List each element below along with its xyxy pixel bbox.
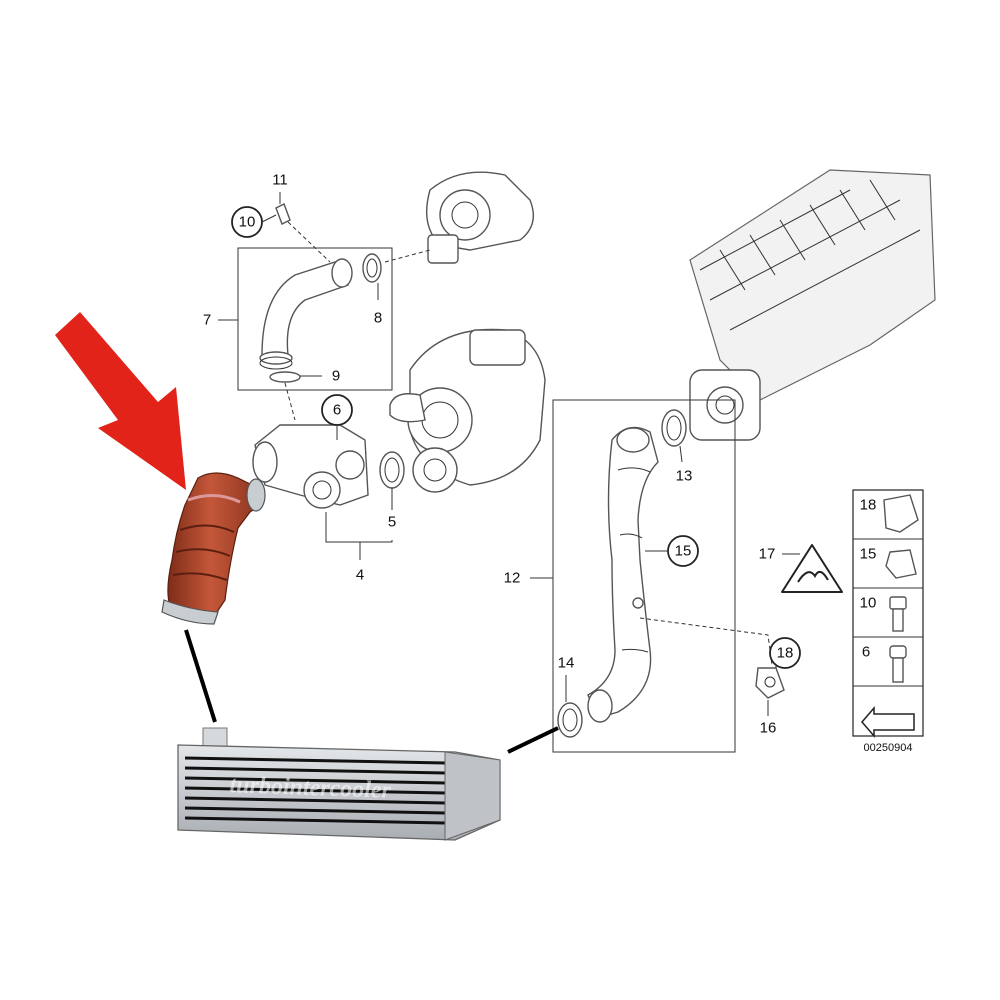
callout-label-11: 11 (272, 172, 288, 189)
callout-label-18: 18 (777, 645, 794, 662)
turbocharger-upper (426, 171, 534, 264)
intake-manifold (689, 169, 936, 401)
callout-15: 15 (645, 535, 699, 567)
callout-label-17: 17 (759, 546, 776, 563)
callout-18: 18 (769, 637, 801, 669)
connector-lines (184, 629, 559, 754)
legend-label-18: 18 (860, 497, 877, 514)
legend-label-15: 15 (860, 546, 877, 563)
throttle-housing (689, 369, 761, 441)
callout-label-10: 10 (239, 214, 256, 231)
parts-legend: 18 15 10 6 00250904 (852, 489, 924, 754)
seal-ring-13 (661, 409, 687, 463)
intercooler-fins (184, 756, 446, 825)
group-12-bracket (530, 399, 736, 753)
group-7-bracket (218, 247, 393, 391)
red-arrow-icon (55, 312, 186, 490)
callout-label-4: 4 (356, 567, 364, 584)
callout-label-9: 9 (332, 368, 340, 385)
clip-part-11 (275, 192, 331, 263)
diagram-code: 00250904 (864, 742, 913, 754)
callout-label-15: 15 (675, 543, 692, 560)
legend-label-6: 6 (862, 644, 870, 661)
intercooler: turbointercooler (177, 727, 501, 841)
pipe-part-7 (259, 258, 353, 370)
callout-label-13: 13 (676, 468, 693, 485)
legend-label-10: 10 (860, 595, 877, 612)
group-4-bracket (325, 512, 393, 560)
warning-triangle-icon (781, 544, 843, 593)
turbocharger-lower (389, 328, 546, 493)
seal-ring-8 (362, 249, 431, 300)
housing-part-6 (252, 424, 369, 509)
callout-6: 6 (321, 394, 353, 440)
charge-pipe-part-15 (587, 426, 659, 723)
seal-ring-5 (379, 451, 405, 510)
sensor-part-16 (639, 617, 785, 716)
silicone-hose (161, 472, 266, 625)
seal-ring-14 (557, 675, 583, 738)
callout-10: 10 (231, 206, 277, 238)
watermark-text: turbointercooler (229, 772, 392, 804)
callout-label-8: 8 (374, 310, 382, 327)
callout-label-14: 14 (558, 655, 575, 672)
callout-label-16: 16 (760, 720, 777, 737)
callout-label-7: 7 (203, 312, 211, 329)
callout-label-5: 5 (388, 514, 396, 531)
callout-label-6: 6 (333, 402, 341, 419)
seal-ring-9 (269, 371, 322, 421)
callout-label-12: 12 (504, 570, 521, 587)
